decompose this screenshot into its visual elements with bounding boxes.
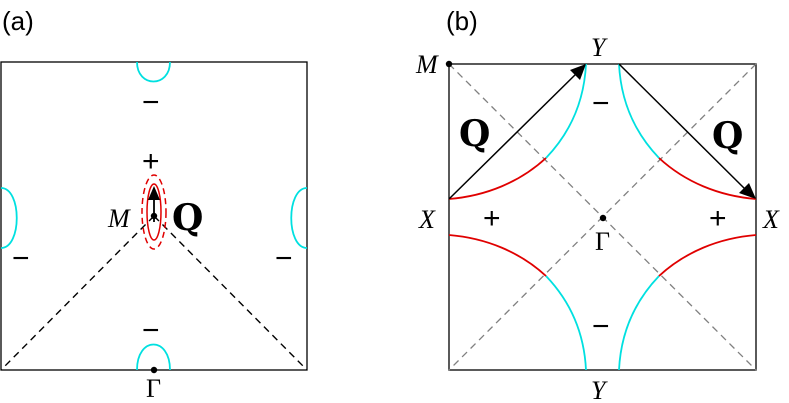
panel-a-q-label: Q [172, 197, 203, 239]
panel-b-sign-top: − [592, 87, 610, 120]
panel-b-arc-tl-red [448, 157, 547, 200]
panel-b-arc-tr-cyan [618, 63, 660, 159]
panel-b-sign-bottom: − [592, 310, 610, 343]
panel-b: (b) M Y Y X X Γ Q Q − + + − [415, 6, 780, 403]
panel-b-arc-br-red [658, 234, 757, 277]
panel-a-pocket-top [136, 61, 171, 83]
panel-b-arc-bl-cyan [545, 275, 587, 371]
panel-a-sign-left: − [12, 242, 30, 275]
panel-b-label: (b) [446, 6, 478, 36]
panel-a-sign-top: − [142, 86, 160, 119]
panel-b-gamma-dot [599, 214, 607, 222]
panel-a-q-arrowhead [148, 186, 160, 200]
panel-b-y-top-label: Y [591, 33, 608, 62]
panel-a-sign-bottom: − [142, 314, 160, 347]
panel-a-hotspot-outer [141, 174, 167, 250]
panel-b-arc-tr-red [658, 157, 757, 200]
panel-b-arc-bl-red [448, 234, 547, 277]
panel-b-y-bottom-label: Y [591, 376, 608, 403]
panel-b-arc-br-cyan [618, 275, 660, 371]
panel-a-pocket-bottom [136, 343, 171, 371]
panel-b-m-dot [445, 60, 453, 68]
panel-b-q-left-label: Q [459, 113, 490, 155]
panel-b-q-right-shaft [618, 63, 748, 192]
panel-a-hotspot-inner [146, 183, 162, 241]
panel-b-q-right-arrowhead [739, 183, 756, 199]
panel-b-q-left-arrowhead [570, 64, 586, 80]
panel-a-gamma-dot [150, 366, 158, 374]
panel-a-sign-center: + [142, 145, 160, 178]
panel-b-q-left-shaft [448, 71, 579, 200]
panel-a-pocket-right [290, 187, 308, 249]
panel-a: (a) M Q Γ − + − − − [0, 6, 308, 403]
panel-a-pocket-left [0, 187, 18, 249]
panel-b-x-left-label: X [418, 205, 436, 234]
panel-b-sign-left: + [483, 202, 501, 235]
panel-b-x-right-label: X [762, 205, 780, 234]
panel-b-gamma-label: Γ [595, 227, 610, 256]
panel-a-gamma-label: Γ [146, 374, 161, 403]
panel-a-label: (a) [2, 6, 34, 36]
panel-b-sign-right: + [709, 202, 727, 235]
panel-a-diagonal-left [0, 215, 155, 371]
panel-b-frame [448, 63, 757, 371]
panel-b-arc-tl-cyan [545, 63, 587, 159]
panel-a-diagonal-right [153, 215, 308, 371]
panel-a-m-label: M [107, 204, 131, 233]
panel-b-m-label: M [415, 50, 439, 79]
panel-a-m-dot [150, 212, 158, 220]
panel-b-q-right-label: Q [712, 115, 743, 157]
panel-a-sign-right: − [275, 242, 293, 275]
